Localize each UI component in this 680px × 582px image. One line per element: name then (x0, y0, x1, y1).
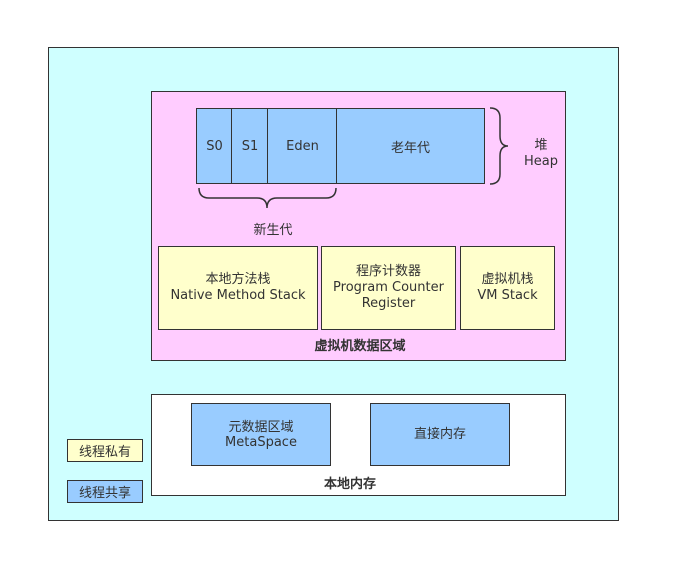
native-method-stack-cn: 本地方法栈 (205, 272, 271, 287)
native-method-stack: 本地方法栈 Native Method Stack (158, 246, 318, 330)
heap-eden: Eden (267, 108, 338, 184)
pc-register: 程序计数器 Program Counter Register (321, 246, 456, 330)
metaspace-cn: 元数据区域 (228, 419, 294, 435)
young-gen-label: 新生代 (253, 223, 293, 238)
heap-eden-label: Eden (286, 138, 319, 154)
native-method-stack-en: Native Method Stack (170, 288, 306, 303)
vm-stack: 虚拟机栈 VM Stack (460, 246, 555, 330)
jvm-area-label: 虚拟机数据区域 (314, 339, 406, 354)
pc-register-cn: 程序计数器 (355, 264, 421, 279)
heap-brace (489, 107, 509, 185)
direct-memory-box: 直接内存 (370, 403, 510, 466)
legend-thread-shared: 线程共享 (67, 480, 143, 503)
heap-s1-label: S1 (241, 138, 259, 154)
legend-private-label: 线程私有 (78, 445, 131, 460)
heap-old-gen-label: 老年代 (390, 140, 430, 156)
heap-label-cn: 堆 (534, 138, 548, 153)
pc-register-en-2: Register (361, 296, 416, 311)
young-gen-brace (198, 187, 337, 209)
legend-shared-label: 线程共享 (78, 486, 131, 501)
heap-old-gen: 老年代 (336, 108, 485, 184)
direct-memory-label: 直接内存 (413, 427, 466, 442)
pc-register-en-1: Program Counter (333, 280, 444, 295)
heap-label-en: Heap (524, 154, 558, 169)
metaspace-en: MetaSpace (225, 434, 297, 450)
native-memory-label: 本地内存 (323, 477, 376, 492)
heap-s0: S0 (196, 108, 233, 184)
heap-s0-label: S0 (206, 138, 223, 154)
legend-thread-private: 线程私有 (67, 439, 143, 462)
metaspace-box: 元数据区域 MetaSpace (191, 403, 331, 466)
heap-label: 堆 Heap (520, 138, 562, 170)
vm-stack-cn: 虚拟机栈 (481, 272, 534, 287)
vm-stack-en: VM Stack (477, 288, 538, 303)
